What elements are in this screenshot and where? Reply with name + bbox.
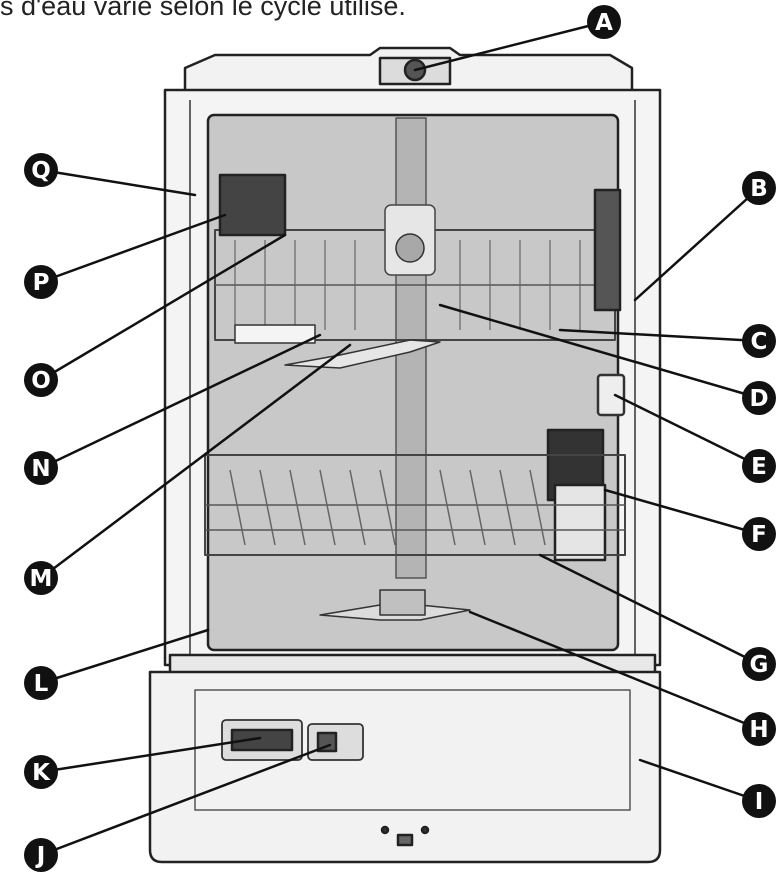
callout-p-letter: P	[33, 270, 50, 296]
callout-m: M	[24, 561, 58, 595]
callout-n: N	[24, 451, 58, 485]
callout-n-letter: N	[31, 456, 50, 482]
callout-g: G	[742, 647, 776, 681]
callout-p: P	[24, 265, 58, 299]
callout-g-letter: G	[750, 652, 769, 678]
callout-q-letter: Q	[31, 158, 51, 184]
callout-f: F	[742, 517, 776, 551]
callout-f-letter: F	[751, 522, 767, 548]
callout-d: D	[742, 381, 776, 415]
dishwasher-illustration	[148, 46, 662, 864]
callout-j-letter: J	[35, 843, 46, 869]
callout-j: J	[24, 838, 58, 872]
callout-a-letter: A	[595, 10, 613, 36]
caption-text: s d'eau varie selon le cycle utilisé.	[0, 0, 406, 21]
callout-h: H	[742, 712, 776, 746]
callout-q: Q	[24, 153, 58, 187]
callout-i-letter: I	[755, 789, 764, 815]
callout-h-letter: H	[749, 717, 768, 743]
callout-l: L	[24, 666, 58, 700]
callout-c-letter: C	[751, 329, 768, 355]
callout-k: K	[24, 755, 58, 789]
callout-o-letter: O	[31, 368, 51, 394]
callout-d-letter: D	[749, 386, 768, 412]
callout-i: I	[742, 784, 776, 818]
callout-b: B	[742, 171, 776, 205]
callout-b-letter: B	[750, 176, 768, 202]
callout-o: O	[24, 363, 58, 397]
callout-m-letter: M	[30, 566, 53, 592]
callout-a: A	[587, 5, 621, 39]
callout-k-letter: K	[32, 760, 51, 786]
callout-badges: A B C D E F G H	[24, 5, 776, 872]
callout-e: E	[742, 449, 776, 483]
callout-e-letter: E	[751, 454, 767, 480]
callout-l-letter: L	[34, 671, 49, 697]
callout-c: C	[742, 324, 776, 358]
leader-lines	[39, 20, 761, 857]
